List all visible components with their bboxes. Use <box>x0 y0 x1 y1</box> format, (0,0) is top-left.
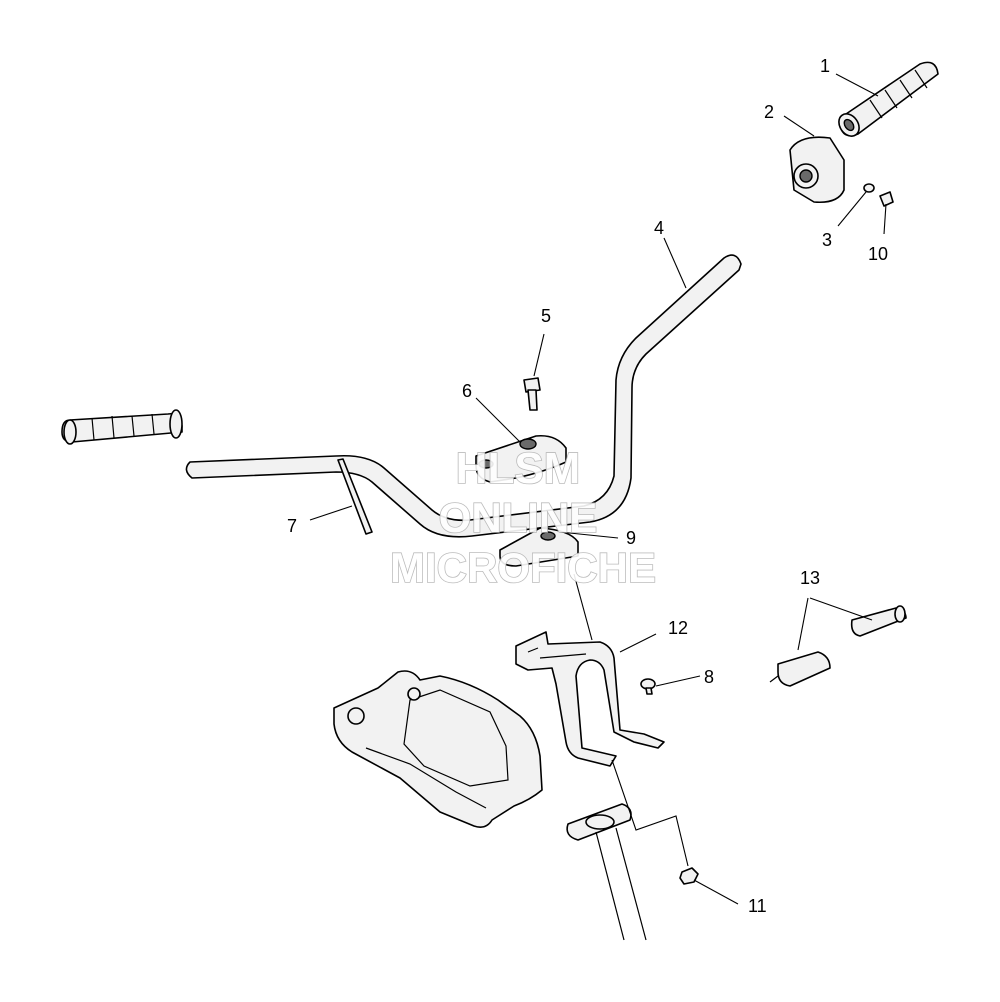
callout-6: 6 <box>462 381 472 401</box>
throttle-housing-part <box>789 136 845 204</box>
callout-11: 11 <box>748 896 767 916</box>
callout-13: 13 <box>800 568 820 588</box>
callout-labels: 1 2 3 10 4 5 6 7 9 12 8 13 11 <box>287 56 888 916</box>
screw-part-8 <box>640 678 656 695</box>
bolt-part-5 <box>523 377 541 411</box>
handlebar-part <box>185 254 742 538</box>
cable-tie-part <box>337 458 373 535</box>
lower-clamp-part <box>499 527 579 567</box>
callout-9: 9 <box>626 528 636 548</box>
callout-3: 3 <box>822 230 832 250</box>
bracket-part <box>515 631 665 767</box>
screw-part-3 <box>863 183 875 193</box>
callout-2: 2 <box>764 102 774 122</box>
nut-part-11 <box>679 867 699 885</box>
watermark-line-1: HLSM <box>456 444 581 493</box>
leader-lines <box>309 73 887 905</box>
watermark-line-2: ONLINE <box>439 494 598 541</box>
pod-housing-part <box>333 670 543 828</box>
watermark: HLSM ONLINE MICROFICHE <box>389 443 657 592</box>
cap-part-10 <box>879 191 894 207</box>
callout-8: 8 <box>704 667 714 687</box>
callout-7: 7 <box>287 516 297 536</box>
left-grip-part <box>61 409 183 445</box>
right-grip-part <box>838 61 939 137</box>
callout-4: 4 <box>654 218 664 238</box>
callout-10: 10 <box>868 244 888 264</box>
callout-12: 12 <box>668 618 688 638</box>
watermark-line-3: MICROFICHE <box>390 544 656 591</box>
switch-parts-13 <box>769 605 907 687</box>
callout-1: 1 <box>820 56 830 76</box>
callout-5: 5 <box>541 306 551 326</box>
steering-column-part <box>566 803 647 941</box>
upper-clamp-part <box>475 434 567 483</box>
